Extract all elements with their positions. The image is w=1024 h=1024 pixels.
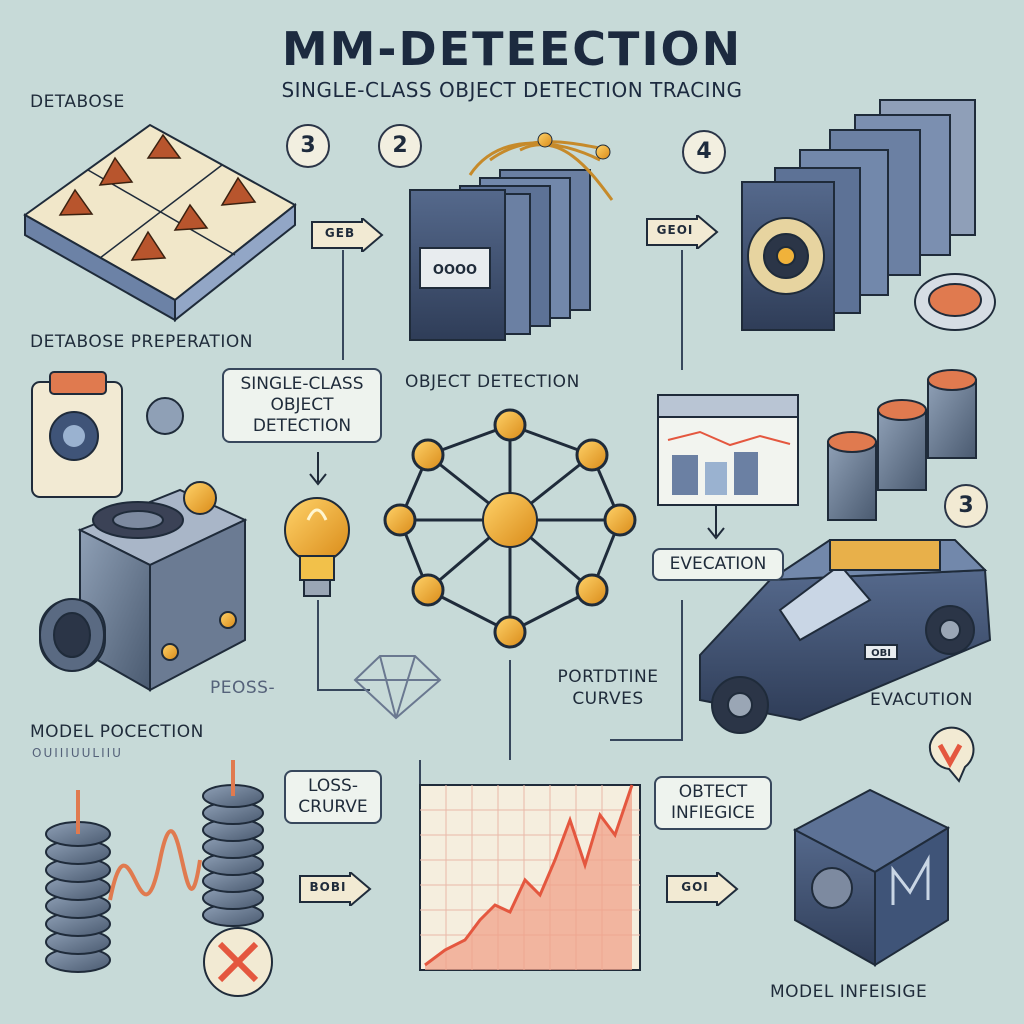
database-tray-illustration [25,125,295,320]
page-title: MM-DETEECTION [0,22,1024,76]
arrow-down-icon [704,506,728,542]
evecation-box: EVECATION [652,548,784,581]
loss-curve-box: LOSS-CRURVE [284,770,382,824]
error-x-icon [204,928,272,996]
model-infeisige-label: MODEL INFEISIGE [770,982,927,1002]
lightbulb-icon [285,498,349,596]
arrow-tag-3-label: BOBI [306,880,350,894]
step-badge-4: 4 [682,130,726,174]
step-badge-2: 2 [378,124,422,168]
diamond-icon [355,656,440,718]
database-prep-label: DETABOSE PREPERATION [30,332,253,352]
network-graph [385,410,635,647]
arrow-down-icon [306,452,330,488]
single-class-detection-box: SINGLE-CLASS OBJECT DETECTION [222,368,382,443]
object-detection-label: OBJECT DETECTION [405,372,580,392]
portdtine-curves-label: PORTDTINE CURVES [548,666,668,710]
object-infiegice-box: OBTECT INFIEGICE [654,776,772,830]
monitor-text: OOOO [433,263,477,278]
arrow-tag-1: GEB [310,218,384,252]
evaluation-cards-illustration [742,100,995,330]
model-pocection-label: MODEL POCECTION [30,722,204,742]
peoss-label: PEOSS- [210,678,275,698]
step-badge-3: 3 [286,124,330,168]
page-subtitle: SINGLE-CLASS OBJECT DETECTION TRACING [0,78,1024,102]
loss-curve-chart [420,785,640,970]
model-pocection-sublabel: OUIIIUULIIU [32,746,123,760]
arrow-tag-2-label: GEOI [653,223,697,237]
arrow-tag-1-label: GEB [318,226,362,240]
arrow-tag-3: BOBI [298,872,372,906]
van-plate: OBI [871,648,891,659]
arrow-tag-4: GOI [665,872,739,906]
database-label: DETABOSE [30,92,125,112]
step-badge-3b: 3 [944,484,988,528]
stacked-frames-illustration: OOOO [410,133,612,340]
model-cube-illustration [795,728,974,965]
monitor-chart-illustration [658,395,798,505]
clipboard-illustration [32,372,183,497]
arrow-tag-2: GEOI [645,215,719,249]
camera-illustration [40,482,245,690]
arrow-tag-4-label: GOI [673,880,717,894]
evacution-label: EVACUTION [870,690,973,710]
